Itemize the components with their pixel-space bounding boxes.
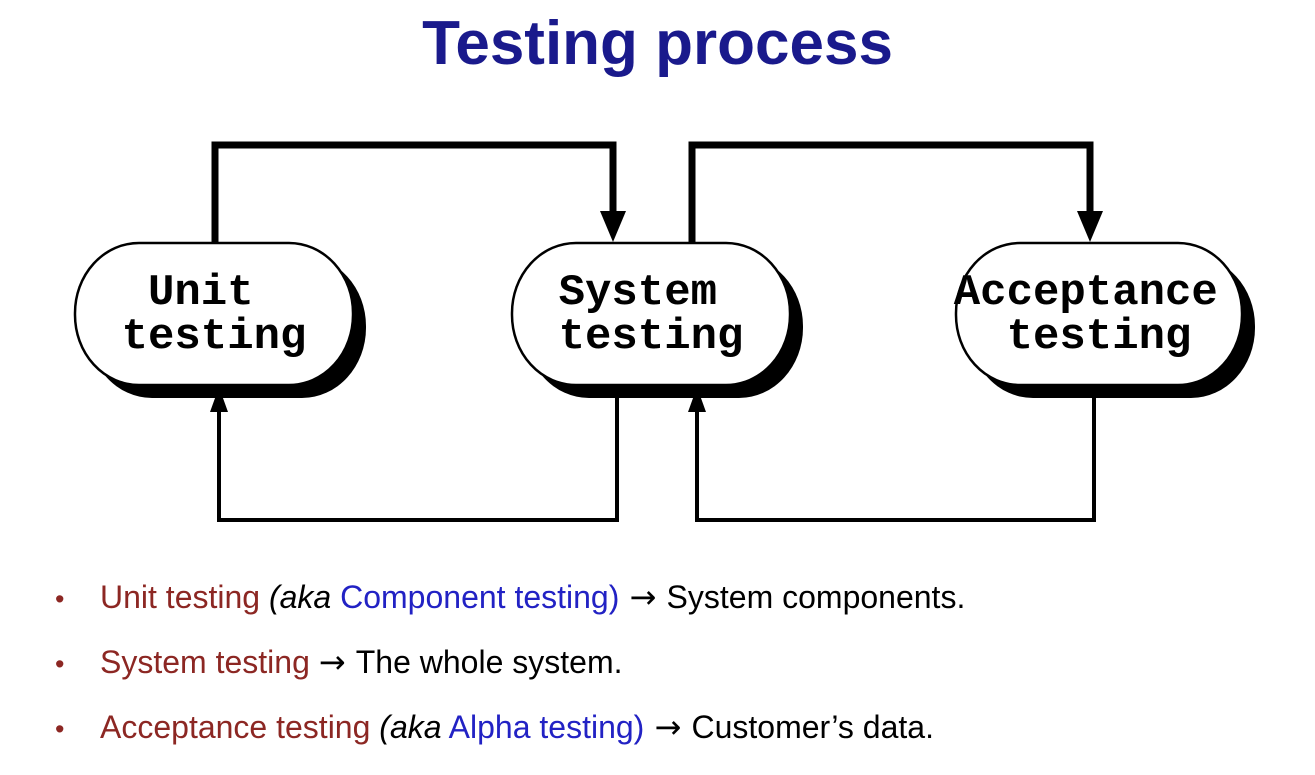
node-system-testing: System testing [510,241,803,398]
bullet-dot: • [55,649,65,679]
bullet-dot: • [55,584,65,614]
bullet-item: • System testing → The whole system. [45,641,1285,685]
slide-title: Testing process [422,9,893,78]
bullet-segment-plain: System components. [666,579,966,615]
testing-process-diagram: Unit testing System testing Acceptance t… [73,141,1255,522]
node-system-testing-label: System testing [559,268,744,362]
bullet-segment-term: Unit testing [100,579,269,615]
bullet-segment-alt: Alpha testing) [441,709,645,745]
node-acceptance-testing: Acceptance testing [954,241,1255,398]
node-unit-testing-label: Unit testing [122,268,307,362]
bullet-segment-alt: Component testing) [331,579,620,615]
bullet-list: •Unit testing (aka Component testing) → … [45,576,1285,750]
node-acceptance-testing-label: Acceptance testing [954,268,1244,362]
arrow-unit-to-system [211,141,626,245]
bullet-segment-alias: (aka [379,709,442,745]
bullet-segment-arrow: → [644,708,692,746]
bullet-item: •Unit testing (aka Component testing) → … [45,576,1285,620]
arrow-system-to-unit-feedback [210,383,619,522]
node-unit-testing: Unit testing [73,241,366,398]
arrow-acceptance-to-system-feedback [688,383,1096,522]
bullet-segment-arrow: → [318,643,356,681]
bullet-item: •Acceptance testing (aka Alpha testing) … [45,706,1285,750]
bullet-dot: • [55,714,65,744]
bullet-segment-plain: The whole system. [355,644,623,680]
arrow-system-to-acceptance [688,141,1103,245]
bullet-segment-plain: Customer’s data. [691,709,934,745]
bullet-segment-arrow: → [619,578,667,616]
bullet-segment-term: System testing [100,644,319,680]
bullet-segment-term: Acceptance testing [100,709,380,745]
bullet-segment-alias: (aka [268,579,332,615]
